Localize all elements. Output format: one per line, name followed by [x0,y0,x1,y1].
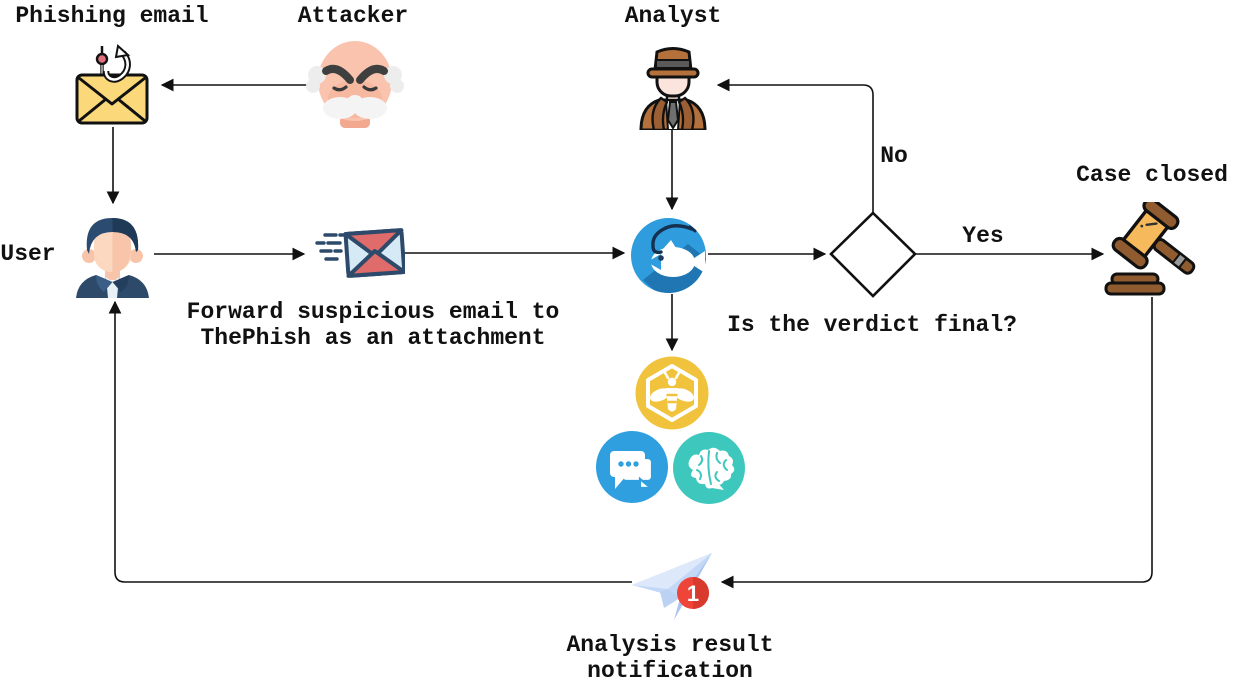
verdict-question-label: Is the verdict final? [727,312,1017,338]
detective-icon [633,40,713,130]
no-branch-label: No [880,143,908,169]
user-label: User [0,241,56,267]
arrow-no-loop-to-analyst [716,78,874,212]
attacker-label: Attacker [297,3,409,29]
forward-instruction-label: Forward suspicious email to ThePhish as … [186,299,560,351]
hooked-envelope-icon [68,38,158,130]
badge-count: 1 [687,581,699,606]
phishing-email-label: Phishing email [15,3,209,29]
paper-plane-icon: 1 [622,540,722,628]
arrow-case-to-notification [720,297,1153,589]
notification-label: Analysis result notification [566,632,774,684]
arrow-notification-to-user [108,300,632,583]
case-closed-label: Case closed [1076,162,1228,188]
analyst-label: Analyst [624,3,722,29]
bee-hexagon-icon [635,356,709,430]
chat-bubbles-icon [596,431,668,503]
old-man-attacker-icon [300,35,410,130]
notification-badge: 1 [677,577,709,609]
businessman-avatar-icon [70,208,155,298]
decision-diamond [829,211,917,298]
fish-hook-logo-icon [630,217,707,294]
gavel-icon [1100,202,1205,302]
brain-icon [673,432,745,504]
yes-branch-label: Yes [962,223,1004,249]
speeding-envelope-icon [313,222,405,286]
